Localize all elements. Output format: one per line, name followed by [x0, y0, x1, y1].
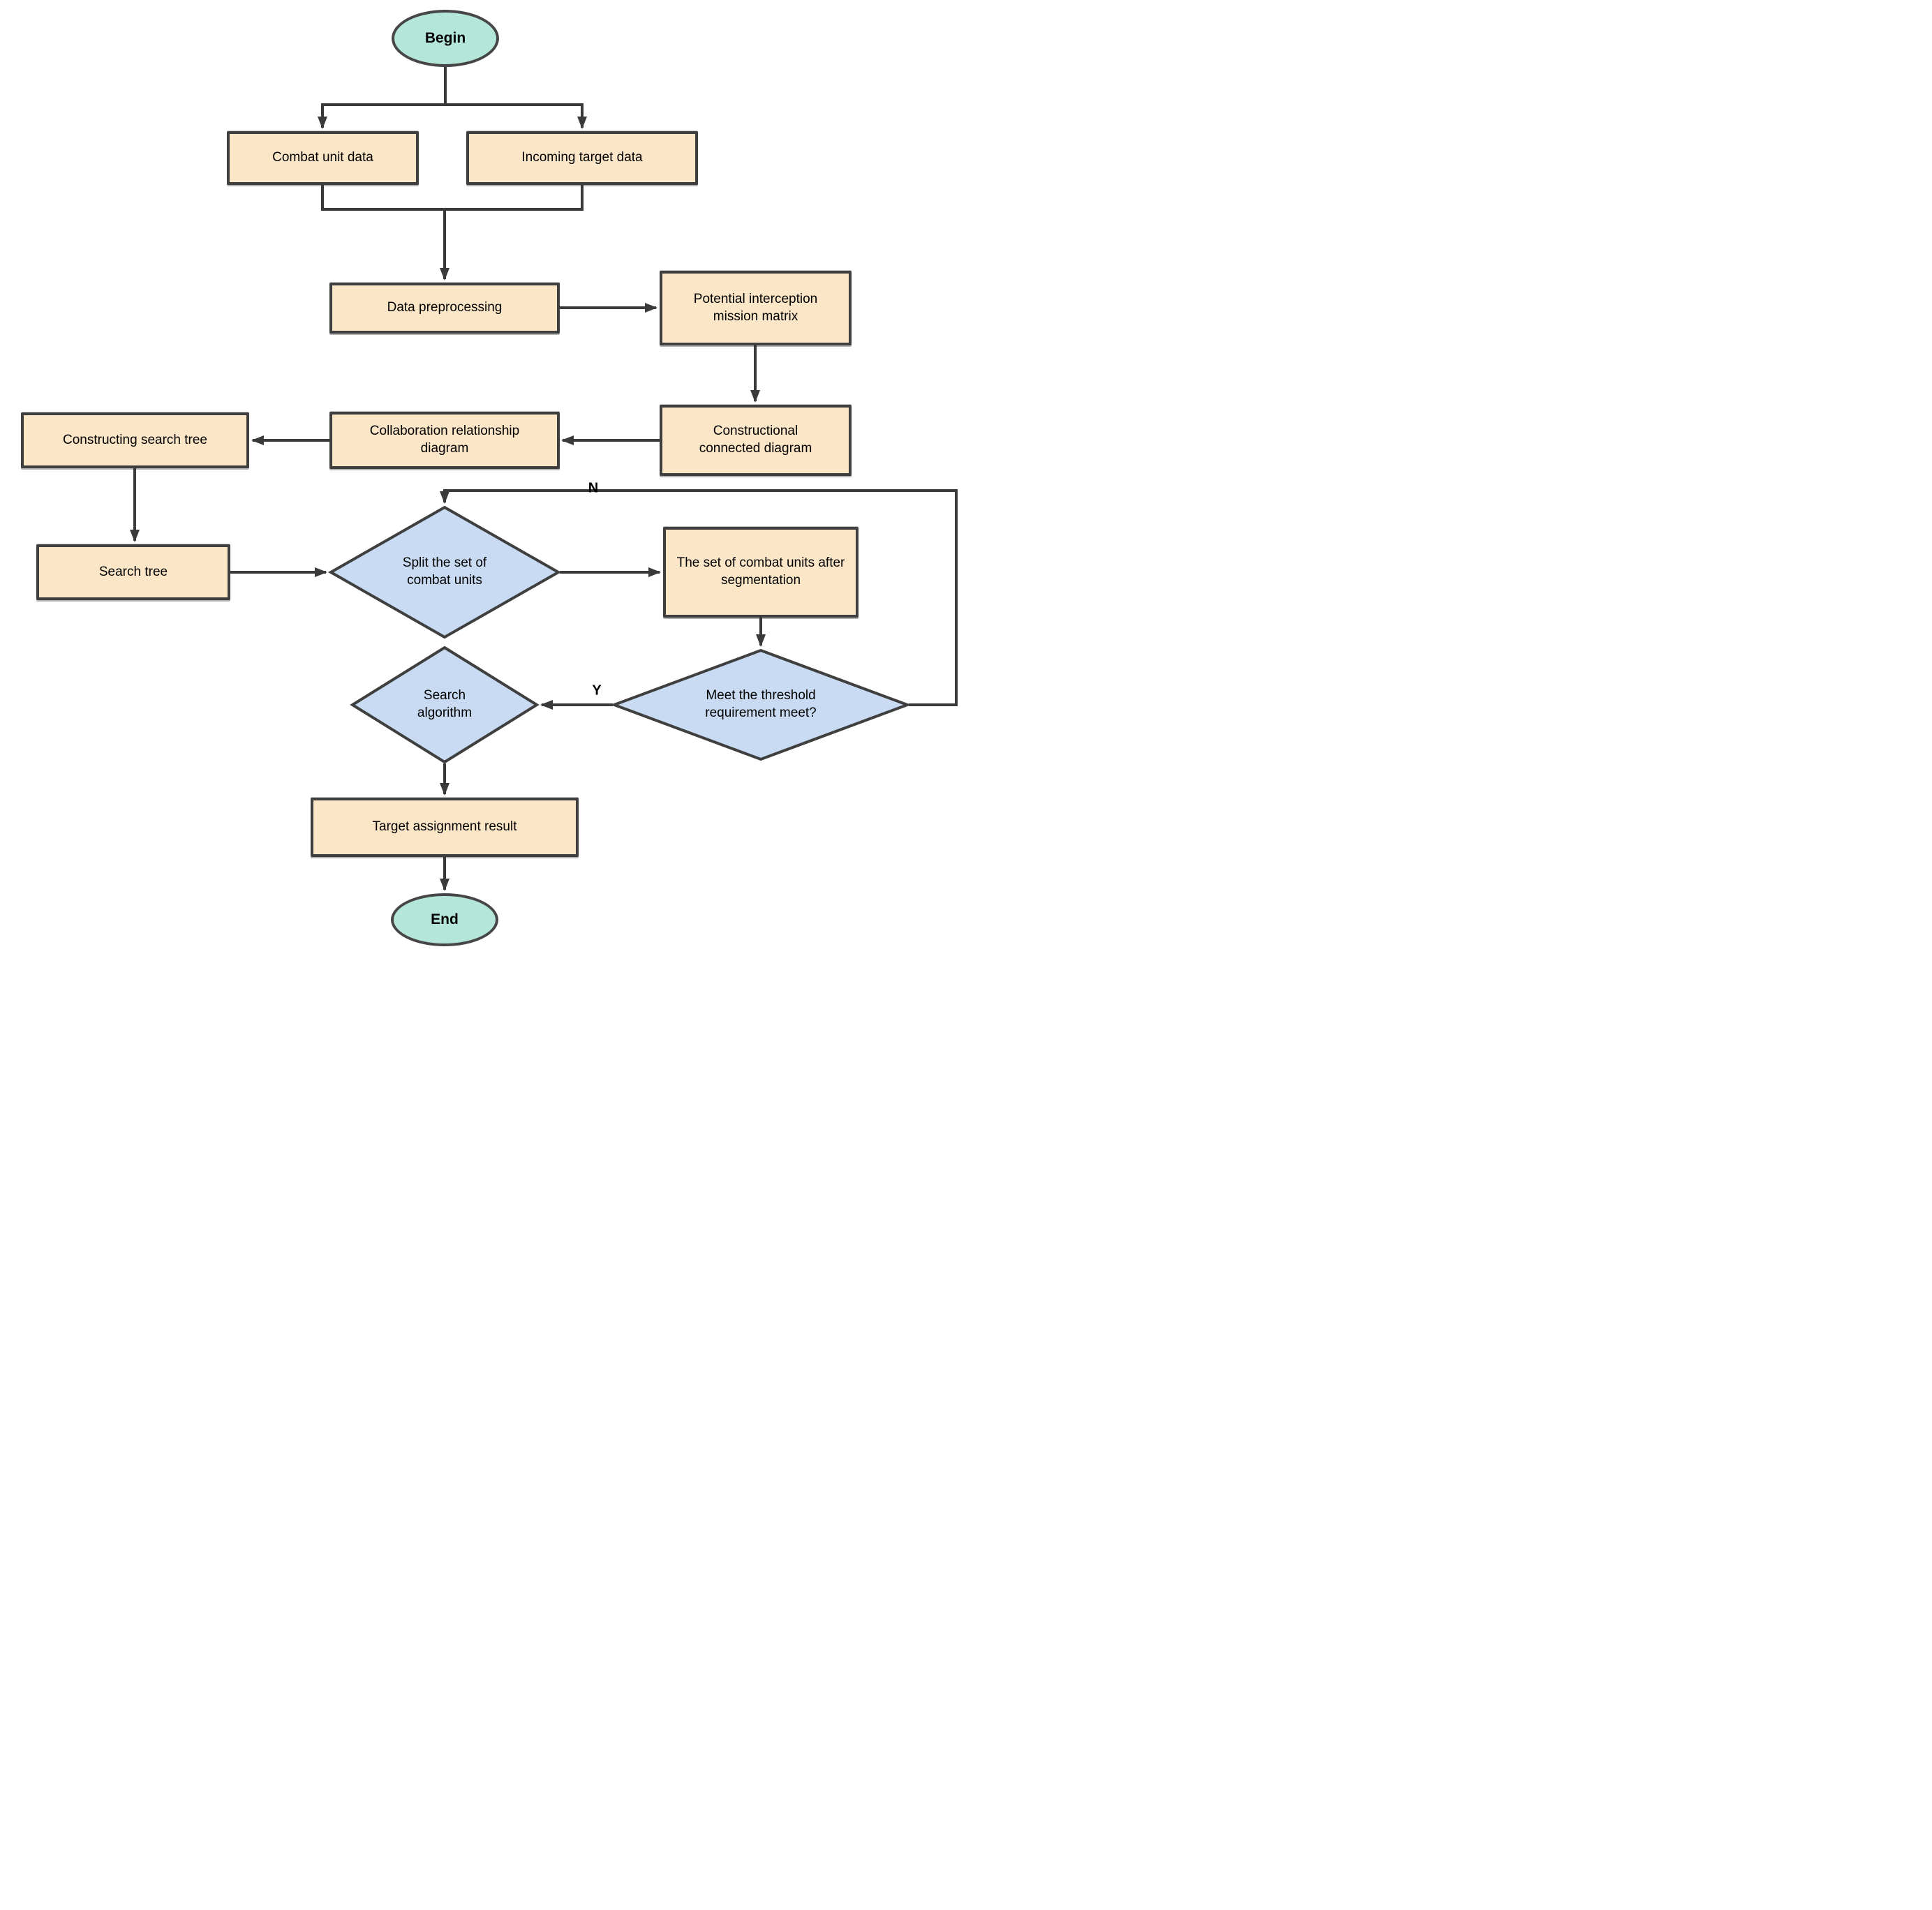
connector-layer — [130, 67, 958, 891]
node-potential-interception-matrix-label: Potential interception mission matrix — [693, 291, 818, 324]
node-data-preprocessing-label: Data preprocessing — [387, 300, 503, 315]
node-meet-threshold-label: Meet the threshold requirement meet? — [705, 688, 817, 720]
edge-label-yes: Y — [592, 682, 602, 699]
node-begin: Begin — [392, 10, 499, 67]
node-set-after-segmentation: The set of combat units after segmentati… — [663, 527, 859, 618]
node-potential-interception-matrix: Potential interception mission matrix — [660, 271, 852, 345]
node-meet-threshold-decision: Meet the threshold requirement meet? — [610, 648, 912, 761]
node-target-assignment-result-label: Target assignment result — [372, 819, 517, 835]
node-target-assignment-result: Target assignment result — [311, 798, 579, 857]
node-split-set-label: Split the set of combat units — [402, 555, 487, 588]
node-begin-label: Begin — [424, 30, 466, 47]
diamond-shape — [327, 505, 562, 639]
node-search-algorithm-decision: Search algorithm — [350, 646, 540, 764]
diamond-shape — [610, 648, 912, 761]
diamond-shape — [350, 646, 540, 764]
node-collaboration-relationship-diagram-label: Collaboration relationship diagram — [369, 424, 520, 456]
node-constructing-search-tree-label: Constructing search tree — [63, 432, 207, 447]
node-incoming-target-data-label: Incoming target data — [521, 150, 643, 165]
node-search-algorithm-label: Search algorithm — [417, 688, 473, 720]
node-combat-unit-data-label: Combat unit data — [272, 150, 373, 165]
flowchart-canvas: Begin Combat unit data Incoming target d… — [0, 0, 966, 955]
node-incoming-target-data: Incoming target data — [466, 131, 698, 185]
node-search-tree-label: Search tree — [98, 564, 168, 579]
node-end-label: End — [431, 911, 459, 928]
node-end: End — [391, 893, 498, 946]
edge-label-no: N — [588, 480, 599, 496]
node-collaboration-relationship-diagram: Collaboration relationship diagram — [329, 412, 560, 469]
node-constructional-connected-diagram-label: Constructional connected diagram — [699, 424, 812, 456]
edge-threshold-no-loop — [440, 489, 958, 706]
node-split-set-decision: Split the set of combat units — [327, 505, 562, 639]
node-set-after-segmentation-label: The set of combat units after segmentati… — [676, 555, 845, 588]
node-constructing-search-tree: Constructing search tree — [21, 412, 249, 468]
node-combat-unit-data: Combat unit data — [227, 131, 419, 185]
node-search-tree: Search tree — [36, 544, 230, 600]
node-constructional-connected-diagram: Constructional connected diagram — [660, 405, 852, 476]
node-data-preprocessing: Data preprocessing — [329, 283, 560, 334]
